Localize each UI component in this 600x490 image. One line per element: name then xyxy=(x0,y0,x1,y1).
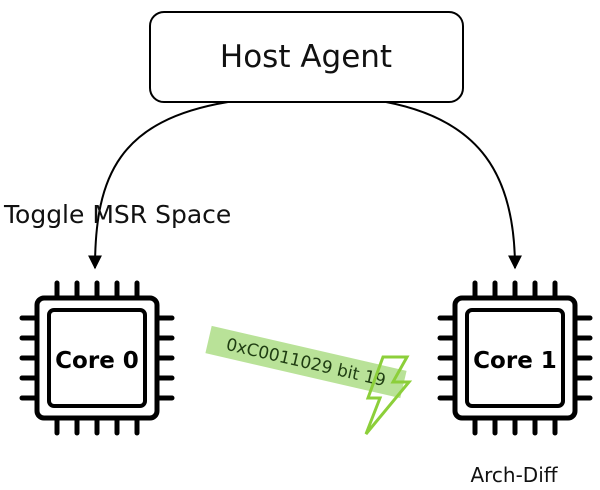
msr-annotation: 0xC0011029 bit 19 xyxy=(205,325,407,399)
lightning-bolt-icon xyxy=(364,355,413,435)
core-0-chip-inner xyxy=(47,308,147,408)
edge-host-to-core0 xyxy=(88,101,229,270)
host-agent-box xyxy=(149,11,464,103)
host-agent-label: Host Agent xyxy=(220,39,392,75)
arch-diff-caption: Arch-Diff xyxy=(470,463,558,487)
msr-highlight xyxy=(205,325,407,399)
edge-host-to-core1 xyxy=(385,101,522,270)
core-0-node xyxy=(19,280,175,436)
host-agent-node: Host Agent xyxy=(149,11,464,103)
core-1-chip-inner xyxy=(465,308,565,408)
core-1-node xyxy=(437,280,593,436)
core-1-label: Core 1 xyxy=(473,348,557,374)
core-0-label: Core 0 xyxy=(55,348,139,374)
toggle-msr-label: Toggle MSR Space xyxy=(3,200,231,229)
